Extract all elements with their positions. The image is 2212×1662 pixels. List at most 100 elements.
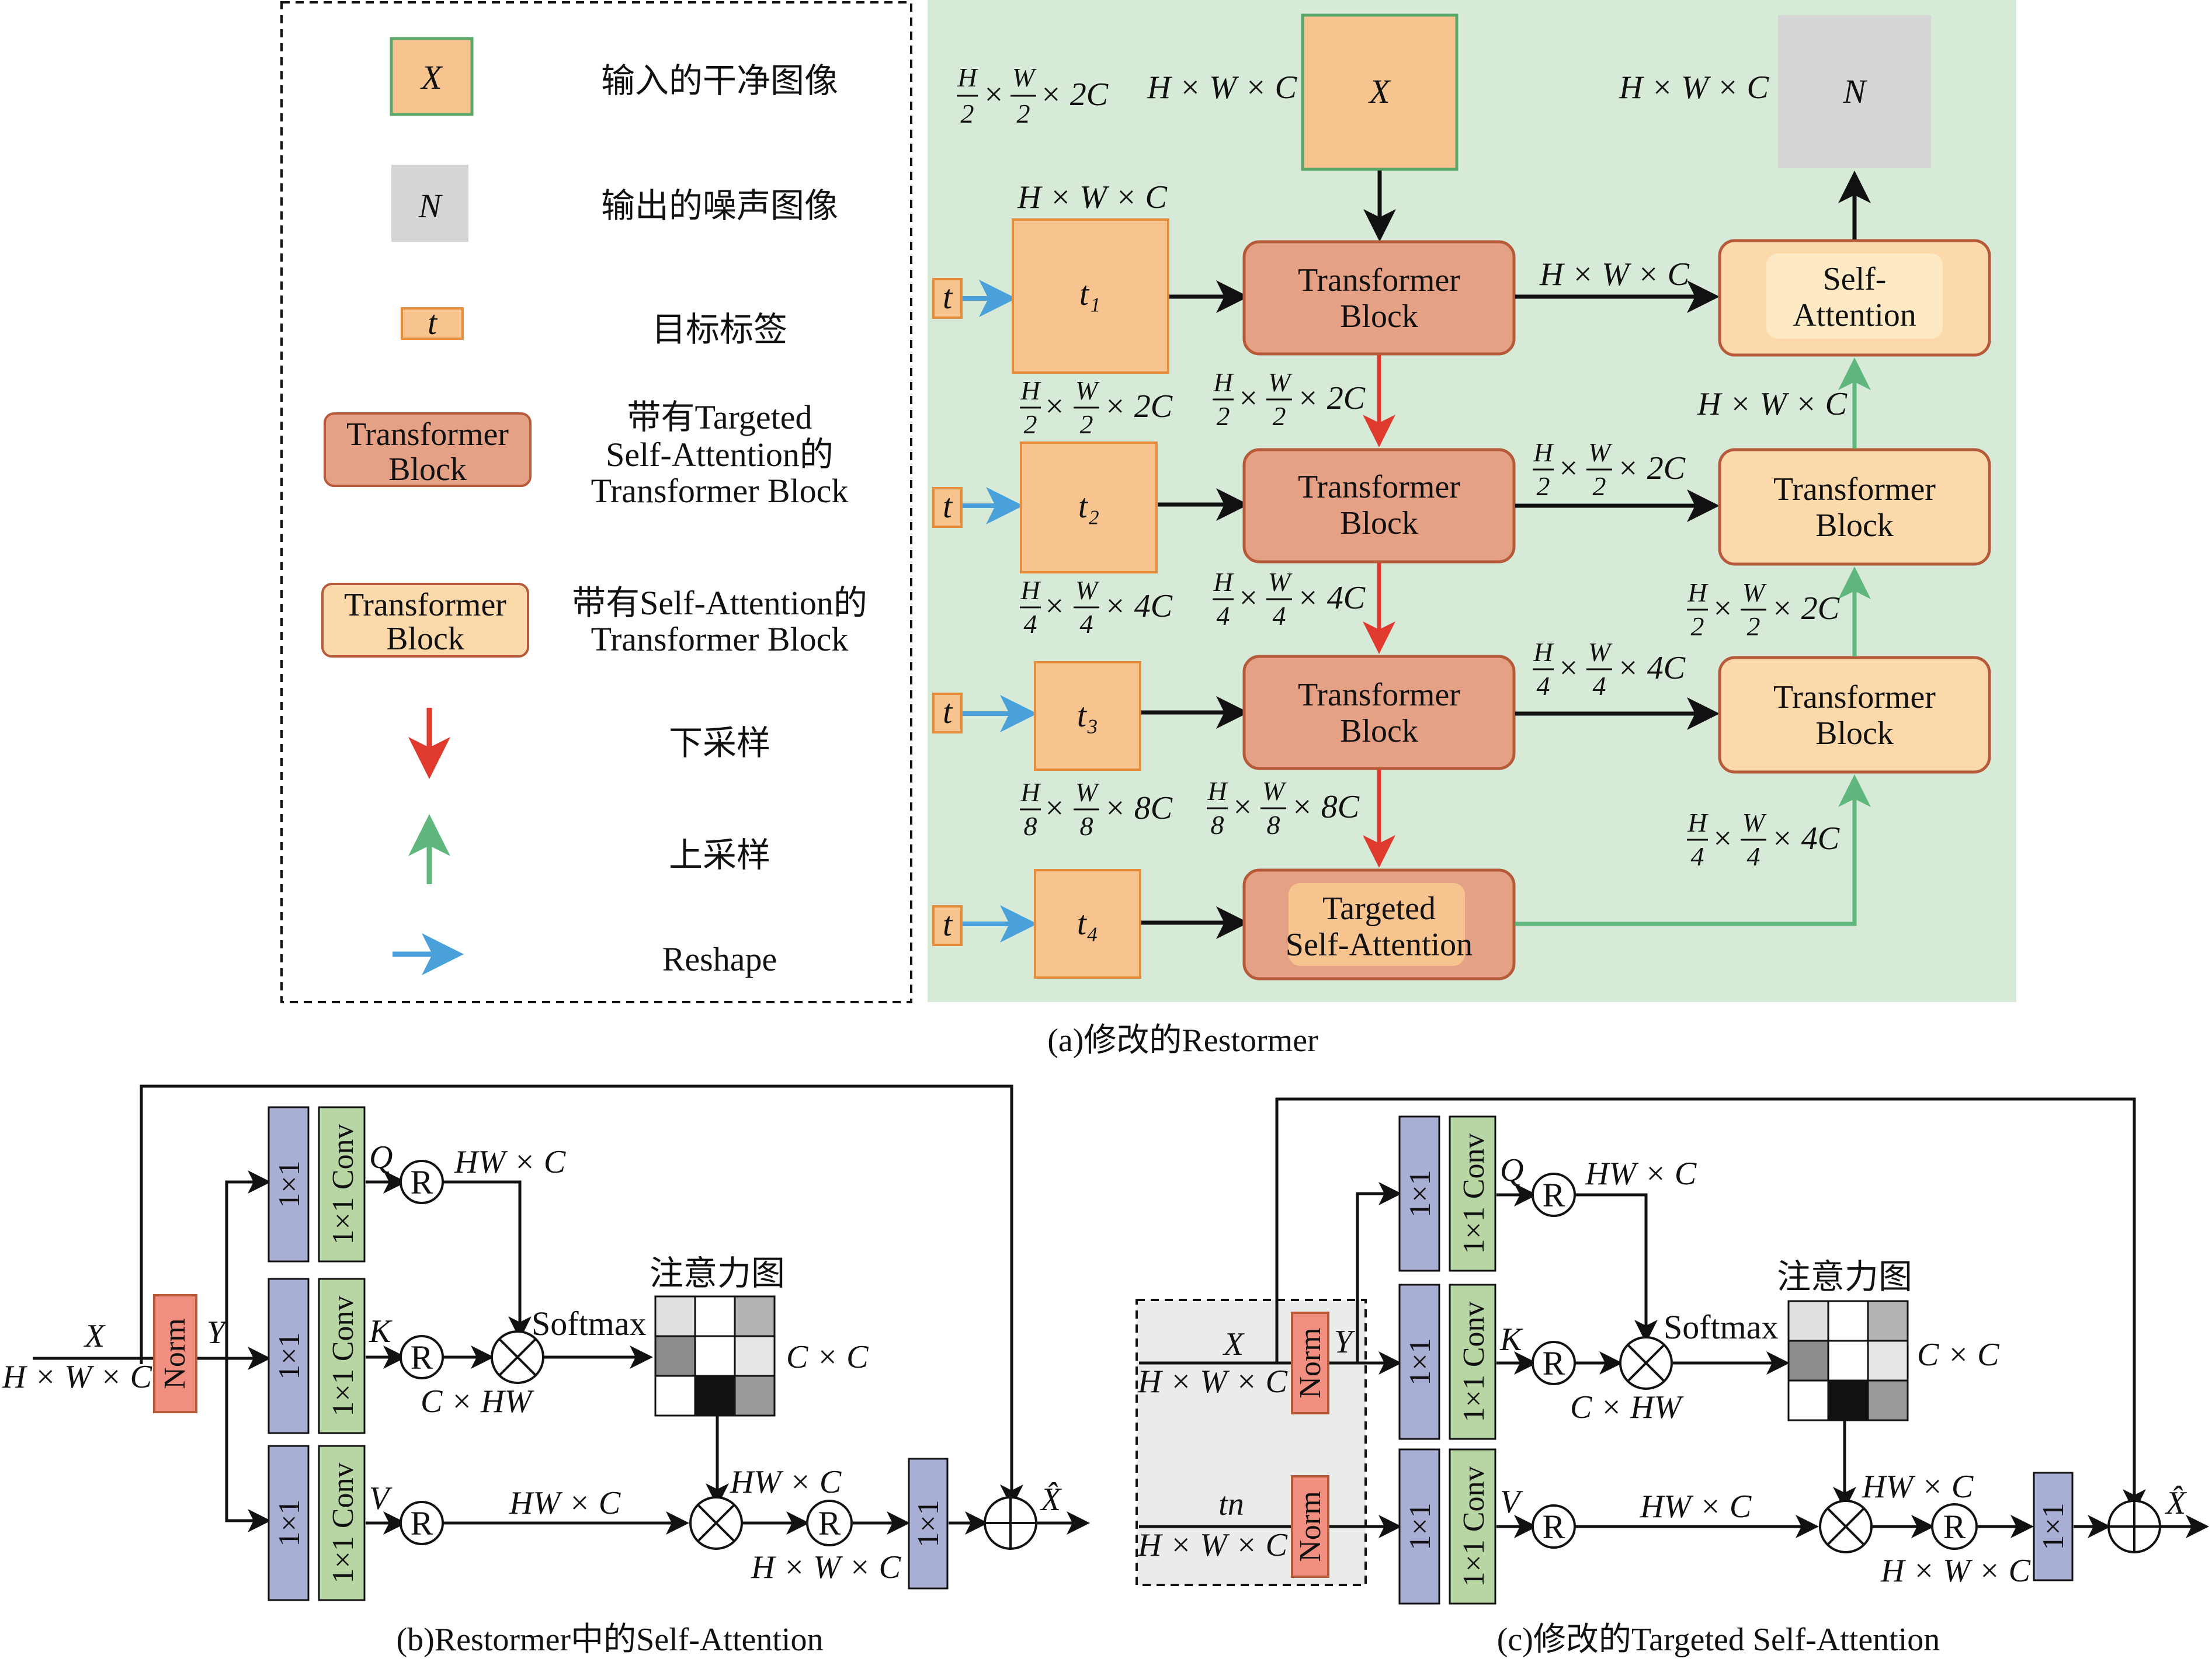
svg-text:Norm: Norm [158,1318,192,1389]
legend: X 输入的干净图像 N 输出的噪声图像 t 目标标签 Transformer B… [280,1,912,1003]
legend-target-symbol: t [428,304,438,342]
b-k-conv [318,1278,366,1434]
svg-text:Transformer: Transformer [1298,677,1460,713]
b-v-1x1 [268,1445,310,1601]
attention-cell [1827,1300,1869,1342]
legend-target-swatch [401,307,464,340]
svg-text:H: H [957,62,978,92]
svg-text:1×1: 1×1 [1404,1338,1437,1385]
svg-text:W: W [1742,808,1767,837]
b-v-dim: HW × C [509,1485,621,1521]
svg-text:× 4C: × 4C [1617,650,1686,686]
c-y-label: Y [1334,1324,1356,1360]
attention-cell [1827,1379,1869,1421]
svg-text:t: t [943,693,953,731]
c-k-1x1 [1398,1284,1440,1440]
legend-down-text: 下采样 [669,724,770,762]
svg-text:×: × [1237,380,1259,416]
target-t-box-1 [932,278,963,319]
svg-text:×: × [1043,388,1065,425]
dim-skip-2: H 2 × W 2 × 2C [1533,437,1686,501]
legend-frame [280,1,912,1003]
svg-text:R: R [1543,1176,1565,1214]
svg-text:H: H [1020,575,1041,605]
dim-skip-1: H × W × C [1539,256,1690,293]
legend-self-block-line2: Block [386,621,464,657]
svg-text:2: 2 [1080,409,1093,439]
svg-text:2: 2 [1537,471,1550,501]
target-row-1: t H × W × C t₁ [932,179,1169,374]
b-attention-grid [654,1295,776,1417]
c-out-dim: H × W × C [1880,1553,2031,1589]
c-out-hwc: HW × C [1862,1469,1974,1505]
b-k-dim: C × HW [421,1383,534,1420]
svg-text:×: × [1557,650,1579,686]
svg-text:×: × [1043,588,1065,624]
caption-c: (c)修改的Targeted Self-Attention [1497,1622,1940,1658]
svg-text:W: W [1262,776,1287,806]
legend-target-text: 目标标签 [652,311,787,349]
svg-text:H: H [1207,776,1228,806]
svg-text:Norm: Norm [1294,1491,1327,1562]
svg-text:4: 4 [1537,671,1550,701]
svg-text:H: H [1213,567,1234,597]
attention-cell [654,1335,696,1377]
svg-text:t₄: t₄ [1077,904,1098,942]
c-v-conv [1449,1448,1496,1605]
legend-self-text-1: 带有Self-Attention的 [572,584,867,622]
c-q-1x1 [1398,1115,1440,1272]
caption-a: (a)修改的Restormer [1047,1023,1318,1059]
svg-text:t: t [943,278,953,316]
c-cc-label: C × C [1917,1337,1999,1373]
attention-cell [654,1295,696,1337]
svg-text:8: 8 [1267,810,1280,840]
svg-text:Targeted: Targeted [1322,891,1436,927]
svg-text:1×1 Conv: 1×1 Conv [327,1295,360,1416]
svg-text:t₂: t₂ [1078,487,1099,525]
attention-cell [734,1375,776,1417]
svg-text:8: 8 [1024,811,1037,841]
b-skip-line [140,1084,1023,1508]
b-q-1x1 [268,1106,310,1263]
svg-text:H: H [1687,808,1709,837]
caption-b: (b)Restormer中的Self-Attention [397,1622,824,1658]
legend-targeted-block-line2: Block [388,451,467,488]
b-input-dim: H × W × C [2,1359,152,1395]
svg-text:Block: Block [1815,715,1894,752]
attention-cell [734,1295,776,1337]
b-v-conv [318,1445,366,1601]
svg-text:Self-Attention: Self-Attention [1286,927,1473,963]
legend-input-symbol: X [420,58,443,96]
svg-text:×: × [1237,580,1259,616]
svg-text:R: R [411,1163,433,1201]
b-norm [153,1294,197,1413]
b-y-label: Y [207,1315,228,1351]
svg-text:4: 4 [1691,842,1704,871]
svg-text:R: R [411,1504,433,1542]
svg-text:×: × [1231,789,1253,825]
c-tn-dim: H × W × C [1137,1527,1288,1563]
svg-text:1×1 Conv: 1×1 Conv [1457,1133,1491,1254]
output-noise-n-label: N [1843,72,1868,110]
svg-text:2: 2 [1024,409,1037,439]
svg-text:4: 4 [1593,671,1606,701]
b-branch-v [225,1358,271,1532]
targeted-self-attention-block: Targeted Self-Attention [1242,868,1516,980]
svg-text:4: 4 [1747,842,1760,871]
svg-text:Transformer: Transformer [1298,469,1460,505]
b-out-1x1 [908,1458,949,1590]
target-feature-t1 [1012,218,1169,374]
legend-self-block [321,583,529,658]
dim-down-3: H 8 × W 8 × 8C [1207,776,1360,840]
c-v-1x1 [1398,1448,1440,1605]
svg-text:R: R [1543,1508,1565,1546]
svg-text:W: W [1075,777,1100,807]
svg-text:Attention: Attention [1793,297,1916,333]
c-input-dim: H × W × C [1137,1364,1288,1400]
svg-text:1×1 Conv: 1×1 Conv [327,1462,360,1583]
c-v-dim: HW × C [1640,1489,1752,1525]
b-branch-q [225,1170,271,1358]
target-row-2: t t₂ [932,441,1158,573]
dim-down-2: H 4 × W 4 × 4C [1213,567,1366,631]
